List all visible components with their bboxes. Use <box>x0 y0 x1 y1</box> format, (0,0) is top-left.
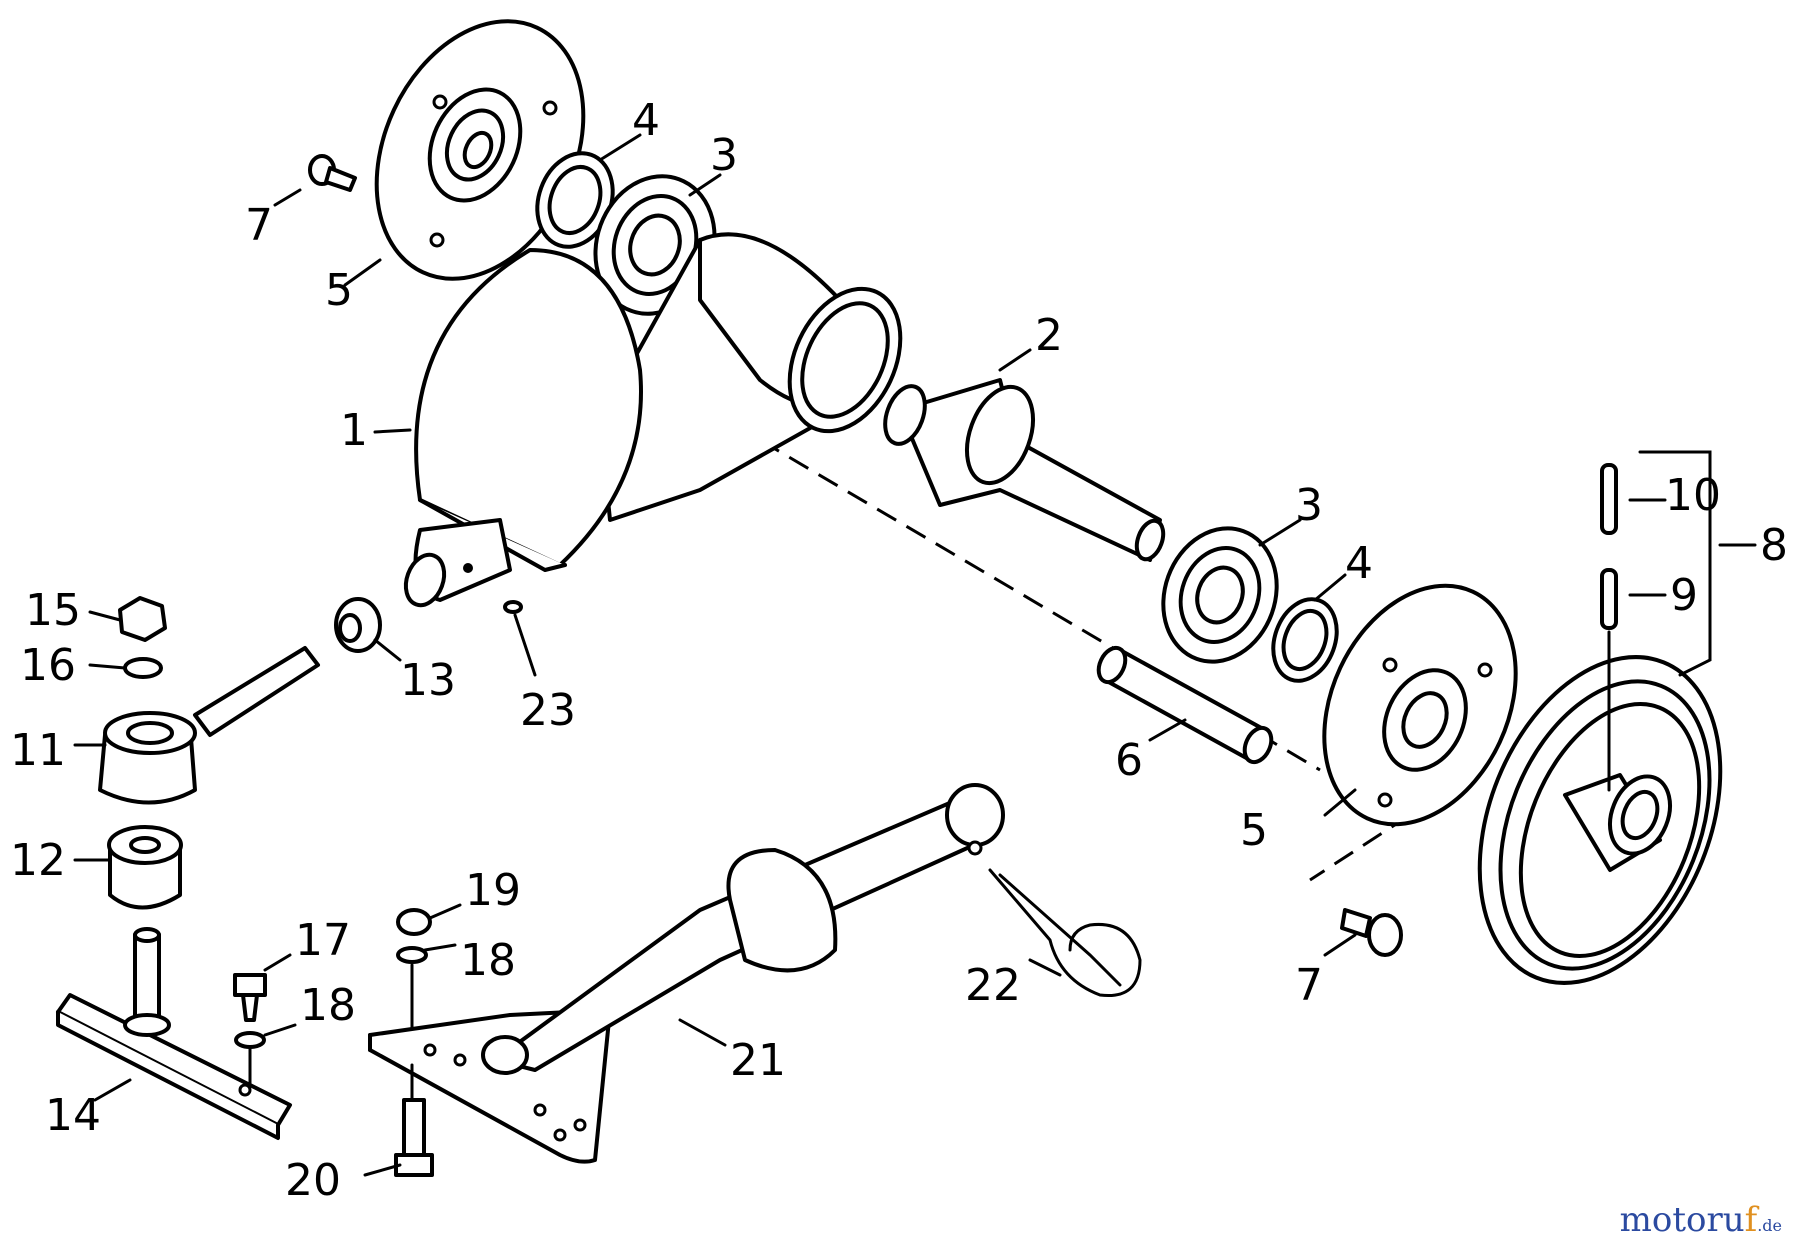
callout-11: 11 <box>10 725 66 776</box>
callout-5-upper: 5 <box>325 265 353 316</box>
callout-4-upper: 4 <box>632 95 660 146</box>
spring-clip-22 <box>967 840 1142 998</box>
flange-plate-upper <box>374 19 586 281</box>
nut-15 <box>118 596 167 642</box>
screw-17 <box>233 973 267 1022</box>
drive-shaft <box>883 378 1166 562</box>
watermark-logo: motoruf.de <box>1619 1200 1782 1240</box>
callout-22: 22 <box>965 960 1021 1011</box>
v-belt-pulley <box>1477 655 1723 985</box>
grease-nipple-dot <box>463 563 473 573</box>
circlip-lower <box>1271 597 1339 683</box>
callout-13: 13 <box>400 655 456 706</box>
leader-lines <box>73 133 1757 1177</box>
callout-4-lower: 4 <box>1345 538 1373 589</box>
flange-plate-lower <box>1322 583 1518 827</box>
mounting-bracket-21 <box>368 783 1005 1164</box>
callout-8: 8 <box>1760 520 1788 571</box>
bolt-20 <box>394 1098 434 1177</box>
callout-17: 17 <box>295 915 351 966</box>
gear-housing <box>403 232 903 608</box>
washer-16 <box>123 657 163 679</box>
callout-7-lower: 7 <box>1295 960 1323 1011</box>
washer-18-right <box>396 946 428 964</box>
callout-16: 16 <box>20 640 76 691</box>
callout-3-lower: 3 <box>1295 480 1323 531</box>
circlip-upper <box>535 151 615 249</box>
axle-pin <box>1096 645 1274 765</box>
callout-23: 23 <box>520 685 576 736</box>
callout-1: 1 <box>340 405 368 456</box>
grease-nipple-23 <box>503 600 523 614</box>
callout-10: 10 <box>1665 470 1721 521</box>
callout-9: 9 <box>1670 570 1698 621</box>
washer-18-left <box>234 1031 266 1049</box>
callout-21: 21 <box>730 1035 786 1086</box>
callout-19: 19 <box>465 865 521 916</box>
callout-20: 20 <box>285 1155 341 1206</box>
callout-2: 2 <box>1035 310 1063 361</box>
key-9 <box>1600 568 1618 630</box>
base-plate-14 <box>56 927 292 1140</box>
callout-18-left: 18 <box>300 980 356 1031</box>
assembly-line-axle <box>759 438 1321 772</box>
bolt-lower <box>1340 908 1403 957</box>
callout-14: 14 <box>45 1090 101 1141</box>
callout-15: 15 <box>25 585 81 636</box>
bolt-upper <box>308 154 357 192</box>
bearing-lower <box>1161 526 1279 664</box>
bushing-13 <box>334 597 382 653</box>
nut-19 <box>396 908 432 936</box>
callout-12: 12 <box>10 835 66 886</box>
callout-18-right: 18 <box>460 935 516 986</box>
callout-5-lower: 5 <box>1240 805 1268 856</box>
callout-7-upper: 7 <box>245 200 273 251</box>
sleeve-bearing-12 <box>107 825 183 910</box>
callout-3-upper: 3 <box>710 130 738 181</box>
swing-arm <box>98 646 320 805</box>
callout-6: 6 <box>1115 735 1143 786</box>
key-10 <box>1600 463 1618 535</box>
bracket-8 <box>1638 450 1712 677</box>
